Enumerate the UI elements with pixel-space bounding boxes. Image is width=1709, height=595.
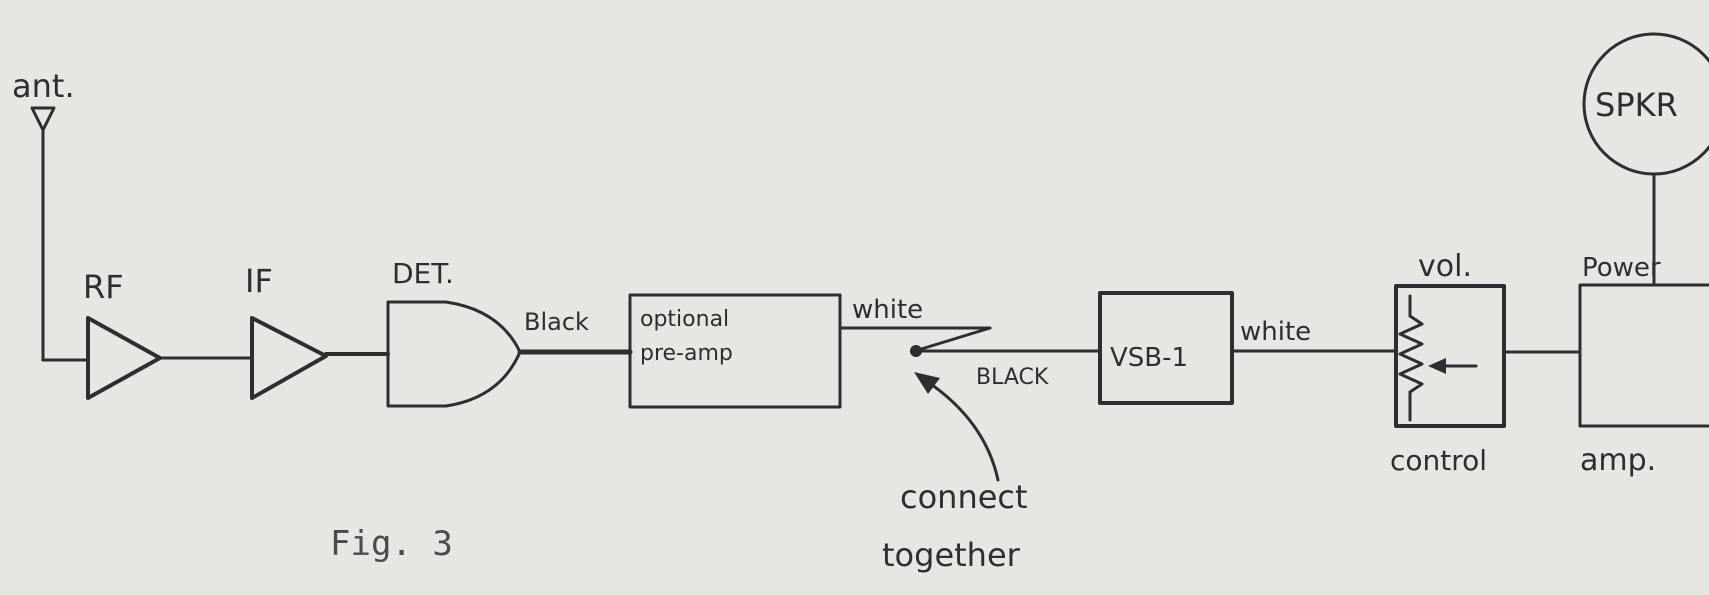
volume-control-box	[1394, 284, 1506, 428]
note-line1: connect	[900, 478, 1028, 516]
control-label: control	[1390, 444, 1487, 477]
potentiometer-symbol	[1398, 294, 1478, 422]
power-label: Power	[1582, 253, 1661, 283]
figure-caption: Fig. 3	[330, 524, 453, 564]
if-amplifier	[250, 316, 328, 400]
power-amp-box	[1578, 283, 1709, 428]
antenna-symbol	[30, 106, 90, 362]
black-label-1: Black	[524, 308, 589, 336]
optional-label-line2: pre-amp	[640, 341, 733, 366]
white-label-2: white	[1240, 317, 1311, 347]
note-arrow	[914, 372, 1000, 482]
vol-label: vol.	[1418, 249, 1472, 284]
amp-label: amp.	[1580, 443, 1656, 478]
rf-label: RF	[83, 268, 124, 306]
antenna-label: ant.	[12, 67, 75, 105]
rf-amplifier	[86, 316, 162, 400]
wire-white-drop	[916, 326, 992, 352]
speaker-label: SPKR	[1595, 86, 1678, 124]
vsb1-label: VSB-1	[1110, 343, 1188, 373]
note-line2: together	[882, 536, 1021, 574]
black-label-2: BLACK	[976, 365, 1049, 390]
speaker-circle	[1582, 32, 1709, 176]
white-label-1: white	[852, 295, 923, 325]
det-label: DET.	[392, 257, 454, 290]
detector	[386, 300, 522, 408]
vsb1-box	[1098, 291, 1234, 405]
optional-preamp-box	[628, 293, 842, 409]
optional-label-line1: optional	[640, 307, 729, 332]
if-label: IF	[245, 262, 273, 300]
